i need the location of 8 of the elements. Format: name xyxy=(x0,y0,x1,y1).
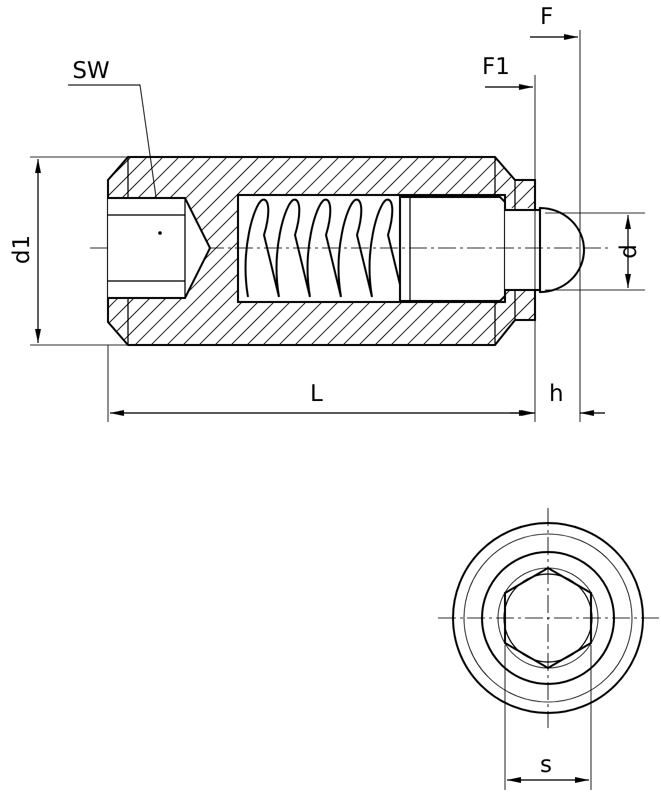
dimension-label: F1 xyxy=(482,56,510,79)
leader-line xyxy=(68,84,156,198)
dimension-label: s xyxy=(540,754,552,777)
dimension-label: h xyxy=(549,383,564,406)
dimension-label: d1 xyxy=(11,234,34,264)
dimension-label: L xyxy=(310,383,323,406)
callout-label: SW xyxy=(72,60,110,83)
dimension-label: F xyxy=(540,6,554,29)
